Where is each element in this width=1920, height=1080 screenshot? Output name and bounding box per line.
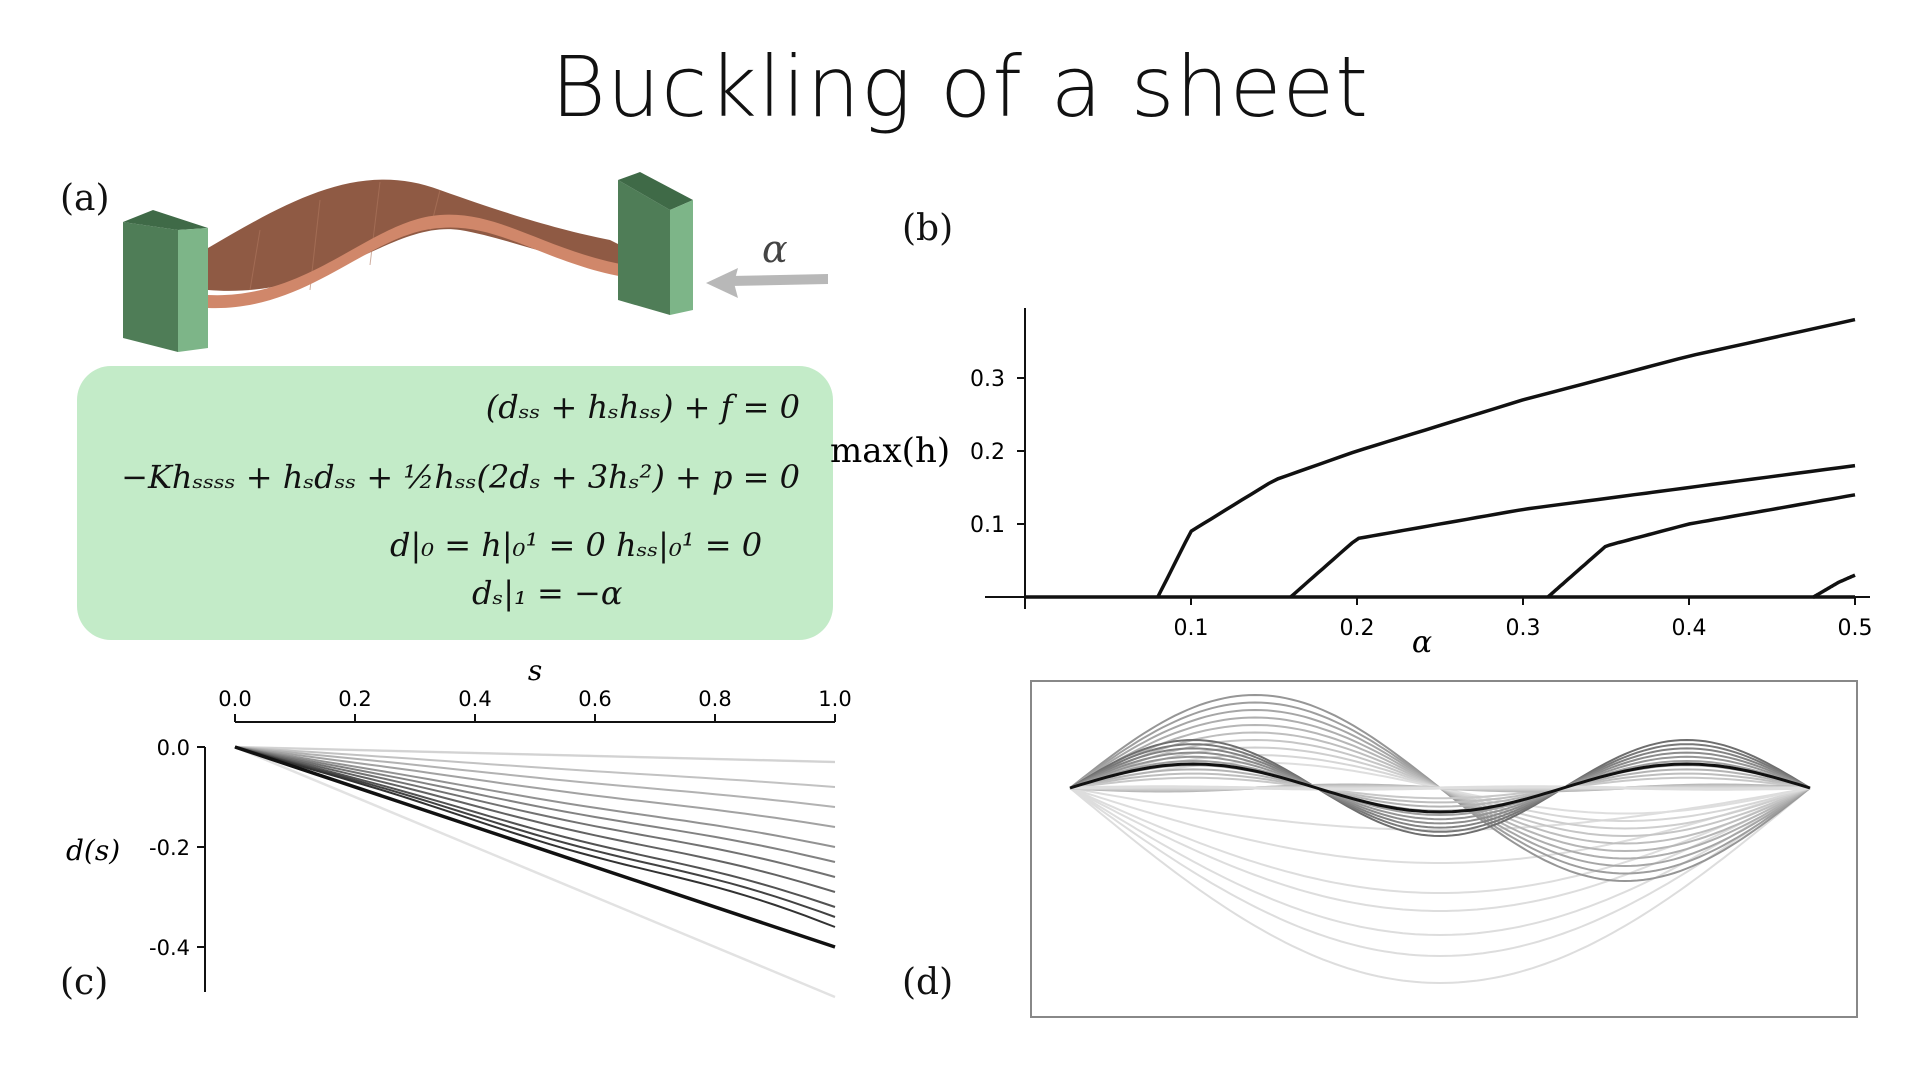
chart-c-family-line [234,746,836,878]
profile-mode3 [1069,738,1811,838]
chart-c-family-line [234,746,836,763]
chart-c-ytick-label: -0.2 [149,836,190,860]
profile-mode3 [1069,772,1811,804]
chart-c-light-line [234,745,836,999]
chart-b-xlabel: α [1412,625,1432,660]
equations-box [77,366,833,640]
equation-line-2: −Khₛₛₛₛ + hₛdₛₛ + ½hₛₛ(2dₛ + 3hₛ²) + p =… [121,458,800,496]
left-clamp-top [123,210,208,230]
profile-mode3 [1069,743,1811,833]
profile-mode3 [1069,768,1811,808]
equation-line-3: d|₀ = h|₀¹ = 0 hₛₛ|₀¹ = 0 [390,526,763,564]
chart-c-xtick-label: 0.0 [218,687,251,711]
right-clamp-side [670,200,693,315]
chart-b-ytick-label: 0.2 [970,440,1005,465]
panel-label-c: (c) [60,962,109,1003]
profile-mode3 [1069,755,1811,821]
left-clamp-face [123,222,178,352]
chart-c-family-line [234,746,836,848]
chart-b-branch-4 [1812,573,1856,599]
profile-mode1 [1069,787,1811,831]
compression-arrow-shaft [730,274,828,286]
equation-line-4: dₛ|₁ = −α [472,574,623,612]
chart-c-family-line [234,746,836,863]
displacement-chart: 0.0 0.2 0.4 0.6 0.8 1.0 0.0 -0.2 -0.4 s d(s) [66,654,852,999]
equation-line-1: (dₛₛ + hₛhₛₛ) + f = 0 [485,388,800,426]
profile-mode3 [1069,759,1811,817]
profile-mode3 [1069,747,1811,829]
slide-title: Buckling of a sheet [550,38,1370,136]
profile-mode3 [1069,751,1811,825]
chart-b-branch-1 [1156,317,1856,598]
chart-c-highlight-line [234,745,836,949]
chart-c-family-line [234,746,836,893]
profile-mode1 [1069,787,1811,985]
sheet-front-edge [208,214,670,309]
chart-c-family-line [234,746,836,788]
chart-c-family-line [234,746,836,908]
chart-c-ylabel: d(s) [66,834,120,867]
panel-label-b: (b) [902,208,954,249]
panel-label-a: (a) [60,178,110,219]
chart-b-branch-3 [1546,493,1856,599]
chart-c-xtick-label: 0.2 [338,687,371,711]
profile-highlight [1069,762,1811,814]
left-clamp-side [178,228,208,352]
sheet-profiles-panel [1030,680,1858,1018]
panel-label-d: (d) [902,962,954,1003]
profiles-frame [1030,680,1858,1018]
sheet-top-surface [208,179,670,291]
chart-b-xtick-label: 0.4 [1672,616,1707,641]
chart-c-xtick-label: 0.8 [698,687,731,711]
chart-b-ylabel: max(h) [830,431,950,471]
chart-b-ytick-label: 0.1 [970,513,1005,538]
alpha-label: α [762,227,788,271]
chart-b-xtick-label: 0.5 [1838,616,1873,641]
chart-c-ytick-label: 0.0 [157,736,190,760]
right-clamp-top [618,172,693,210]
right-clamp-face [618,180,670,315]
chart-c-ytick-label: -0.4 [149,936,190,960]
chart-c-xlabel: s [528,654,542,687]
chart-c-family-line [234,746,836,828]
chart-b-ytick-label: 0.3 [970,367,1005,392]
chart-b-xtick-label: 0.3 [1506,616,1541,641]
chart-c-family-line [234,746,836,808]
profile-mode1 [1069,787,1811,894]
chart-b-branch-2 [1289,463,1856,599]
profile-mode1 [1069,787,1811,864]
chart-c-xtick-label: 0.4 [458,687,491,711]
chart-c-family-line [234,746,836,918]
chart-c-xtick-label: 0.6 [578,687,611,711]
profile-mode4 [1069,785,1811,791]
profile-mode3 [1069,776,1811,800]
chart-b-xtick-label: 0.2 [1340,616,1375,641]
chart-c-family-line [234,746,836,928]
compression-arrow-head [706,268,738,298]
chart-b-xtick-label: 0.1 [1174,616,1209,641]
buckled-sheet-illustration: α [123,172,828,352]
profile-mode1 [1069,787,1811,958]
chart-c-xtick-label: 1.0 [818,687,851,711]
bifurcation-chart: 0.1 0.2 0.3 0.4 0.5 0.1 0.2 0.3 max(h) α [830,308,1873,660]
